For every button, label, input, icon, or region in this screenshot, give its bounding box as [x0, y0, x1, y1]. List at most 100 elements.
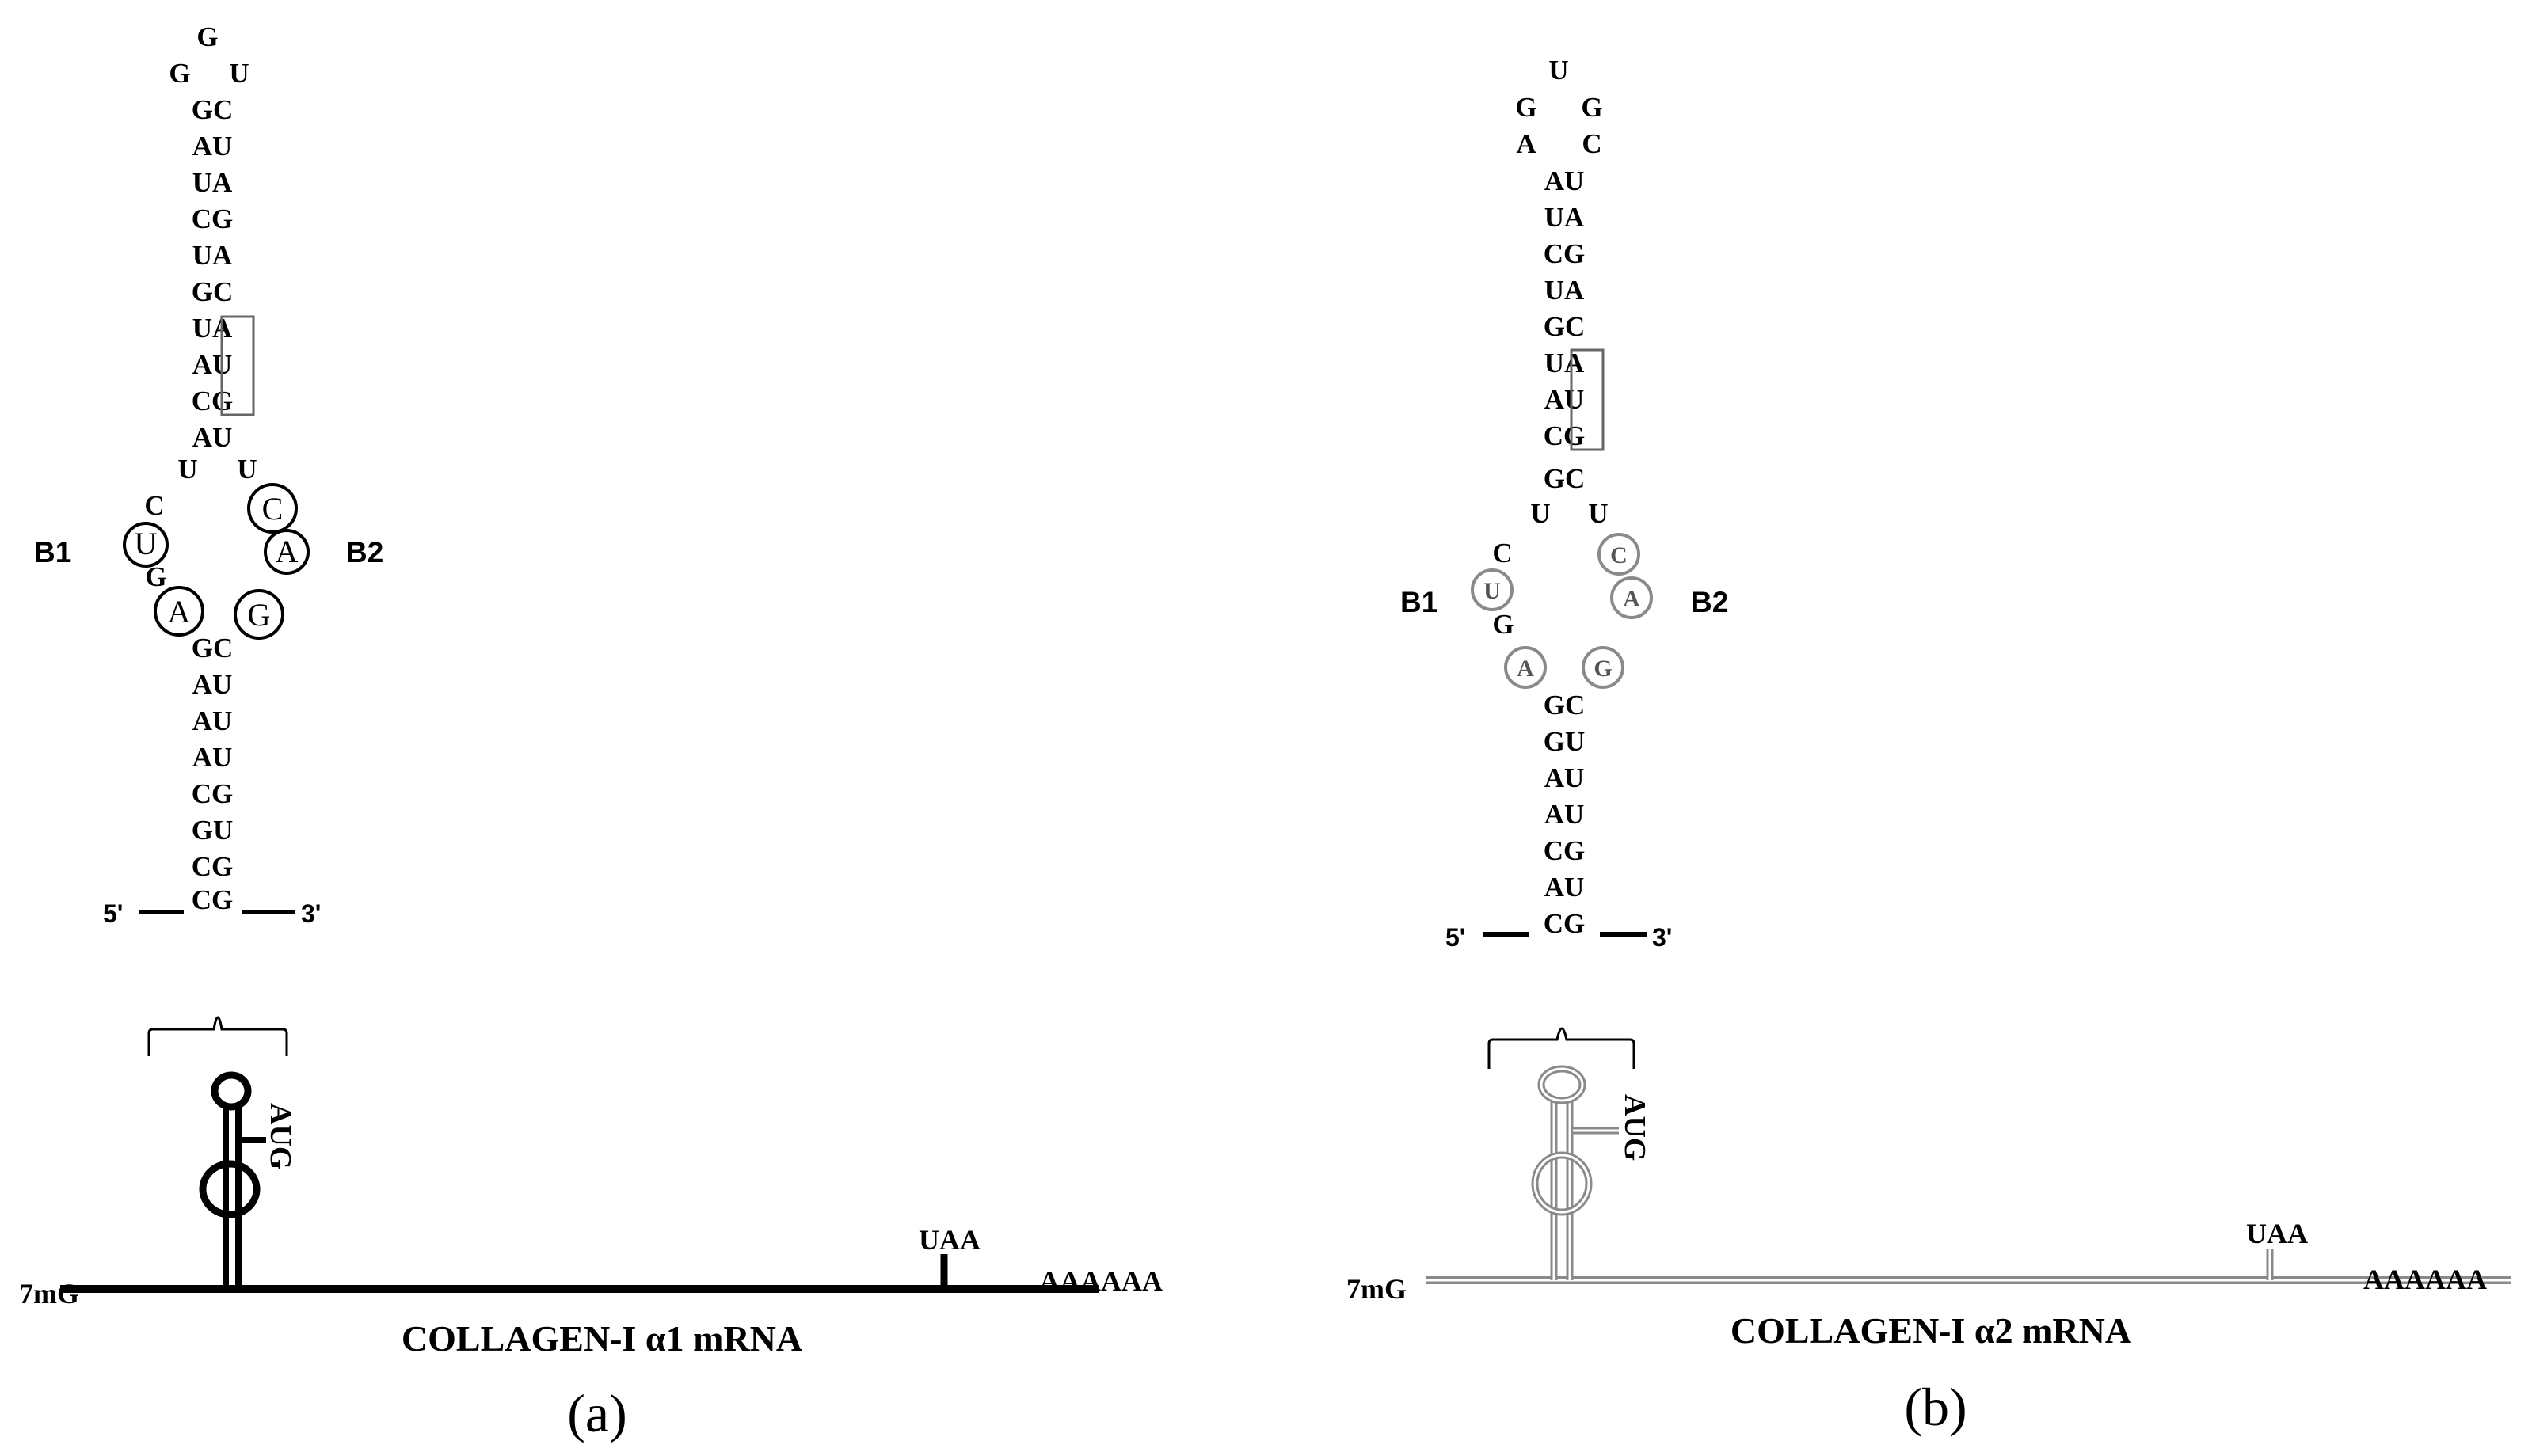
- stem-base-pair: AU: [192, 422, 233, 453]
- mrna-title: COLLAGEN-I α1 mRNA: [402, 1318, 802, 1359]
- circled-nucleotide-marker: [234, 589, 284, 640]
- bulge-nucleotide: A: [168, 594, 191, 629]
- stem-base-pair: AU: [192, 669, 233, 700]
- stem-base-pair: AU: [1544, 872, 1585, 903]
- loop-nucleotide: G: [169, 58, 190, 89]
- stem-base-pair: CG: [1544, 835, 1586, 866]
- highlight-box: [1570, 348, 1605, 451]
- stem-base-pair: UA: [1544, 275, 1585, 306]
- cap-label: 7mG: [1346, 1273, 1407, 1305]
- stem-base-pair: CG: [192, 203, 234, 234]
- stem-base-pair: GC: [1544, 463, 1586, 494]
- stem-base-pair: AU: [1544, 762, 1585, 793]
- loop-nucleotide: G: [1515, 92, 1536, 123]
- stem-base-pair: UA: [192, 240, 233, 271]
- five-prime-label: 5': [1445, 923, 1465, 952]
- bulge-nucleotide: C: [144, 490, 164, 521]
- cap-label: 7mG: [19, 1278, 79, 1310]
- stem-base-pair: GC: [192, 94, 234, 125]
- stem-base-pair: UA: [1544, 348, 1585, 378]
- five-prime-label: 5': [103, 899, 123, 928]
- bulge-nucleotide: U: [1483, 578, 1501, 604]
- stem-base-pair: CG: [1544, 238, 1586, 269]
- circled-nucleotide-marker: [123, 522, 169, 568]
- circled-nucleotide-marker: [1597, 533, 1640, 576]
- stem-base-pair: AU: [192, 705, 233, 736]
- b2-label: B2: [346, 536, 383, 568]
- stem-base-pair: GC: [192, 276, 234, 307]
- loop-nucleotide: U: [229, 58, 249, 89]
- three-prime-label: 3': [301, 899, 321, 928]
- bulge-nucleotide: C: [1610, 542, 1628, 568]
- b2-label: B2: [1691, 586, 1728, 618]
- circled-nucleotide-marker: [247, 483, 298, 534]
- loop-nucleotide: C: [1582, 128, 1601, 159]
- b1-label: B1: [34, 536, 71, 568]
- panel-a-mrna-schematic: AUG UAA 7mG AAAAAA COLLAGEN-I α1 mRNA (a…: [19, 1016, 1163, 1443]
- polya-tail-label: AAAAAA: [1039, 1265, 1163, 1297]
- bulge-nucleotide: U: [1588, 498, 1608, 529]
- loop-nucleotide: G: [1581, 92, 1602, 123]
- stem-base-pair: AU: [1544, 165, 1585, 196]
- bulge-nucleotide: U: [177, 454, 197, 485]
- stem-base-pair: AU: [192, 131, 233, 162]
- bulge-nucleotide: U: [135, 526, 158, 561]
- stem-base-pair: AU: [192, 349, 233, 380]
- bulge-nucleotide: U: [237, 454, 257, 485]
- stem-base-pair: CG: [192, 778, 234, 809]
- start-codon-label: AUG: [264, 1103, 297, 1169]
- internal-bulge-loop: [199, 1160, 261, 1218]
- circled-nucleotide-marker: [1610, 576, 1653, 619]
- stop-codon-label: UAA: [919, 1224, 981, 1256]
- stop-codon-label: UAA: [2246, 1218, 2308, 1249]
- panel-caption: (b): [1904, 1377, 1967, 1437]
- stem-base-pair: GC: [1544, 311, 1586, 342]
- stem-base-pair: GC: [192, 633, 234, 663]
- stem-base-pair: UA: [1544, 202, 1585, 233]
- stem-base-pair: GU: [1544, 726, 1586, 757]
- loop-nucleotide: G: [196, 21, 218, 52]
- bulge-nucleotide: A: [1623, 586, 1640, 612]
- stem-base-pair: AU: [1544, 799, 1585, 830]
- panel-b-structure: U G G A C AU UA CG UA GC UA AU CG GC U U…: [1400, 55, 1728, 952]
- apical-loop-inner: [1540, 1067, 1584, 1102]
- internal-bulge-loop-inner: [1533, 1154, 1590, 1214]
- loop-nucleotide: A: [1516, 128, 1536, 159]
- circled-nucleotide-marker: [1582, 646, 1624, 689]
- mrna-title: COLLAGEN-I α2 mRNA: [1731, 1310, 2131, 1351]
- loop-nucleotide: U: [1548, 55, 1568, 86]
- start-codon-label: AUG: [1618, 1094, 1651, 1161]
- panel-caption: (a): [567, 1383, 626, 1443]
- region-brace: [147, 1016, 288, 1056]
- stem-base-pair: CG: [1544, 420, 1586, 451]
- bulge-nucleotide: G: [1594, 656, 1612, 682]
- stem-base-pair: GC: [1544, 690, 1586, 720]
- stem-base-pair: CG: [192, 884, 234, 915]
- panel-b-mrna-schematic: AUG UAA 7mG AAAAAA COLLAGEN-I α2 mRNA (b…: [1346, 1027, 2511, 1437]
- stem-base-pair: AU: [1544, 384, 1585, 415]
- panel-a-structure: G G U GC AU UA CG UA GC UA AU CG AU U U …: [34, 21, 383, 928]
- bulge-nucleotide: G: [248, 597, 271, 633]
- bulge-nucleotide: G: [145, 561, 166, 592]
- stem-base-pair: CG: [192, 386, 234, 416]
- bulge-nucleotide: C: [262, 491, 284, 527]
- stem-base-pair: UA: [192, 167, 233, 198]
- region-brace: [1487, 1027, 1635, 1069]
- three-prime-label: 3': [1652, 923, 1672, 952]
- b1-label: B1: [1400, 586, 1437, 618]
- polya-tail-label: AAAAAA: [2363, 1264, 2487, 1295]
- bulge-nucleotide: A: [276, 534, 299, 569]
- bulge-nucleotide: C: [1492, 538, 1512, 568]
- stem-base-pair: CG: [1544, 908, 1586, 939]
- stem-base-pair: AU: [192, 742, 233, 773]
- circled-nucleotide-marker: [264, 529, 310, 575]
- bulge-nucleotide: A: [1517, 656, 1534, 682]
- bulge-nucleotide: G: [1492, 609, 1514, 640]
- bulge-nucleotide: U: [1530, 498, 1550, 529]
- circled-nucleotide-marker: [154, 586, 204, 637]
- circled-nucleotide-marker: [1471, 568, 1514, 611]
- apical-loop: [211, 1071, 252, 1111]
- circled-nucleotide-marker: [1504, 646, 1547, 689]
- stem-base-pair: CG: [192, 851, 234, 882]
